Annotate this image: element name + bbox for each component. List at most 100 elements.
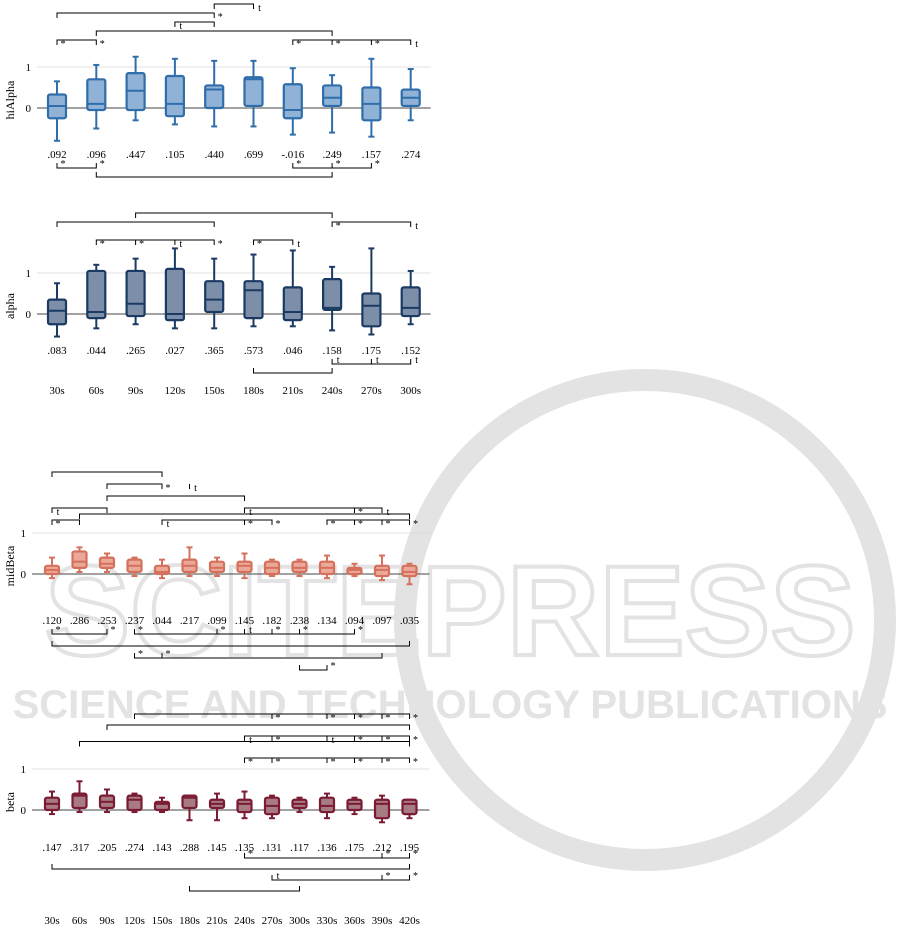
significance-mark: t (249, 625, 252, 636)
significance-bracket-lower: ** (56, 159, 105, 170)
box-180s (181, 546, 198, 578)
significance-bracket-upper: t*t*** (244, 735, 418, 746)
box-180s (243, 59, 264, 128)
significance-bracket-lower (51, 641, 410, 647)
box-390s (373, 554, 391, 582)
value-label: .117 (290, 842, 309, 854)
box-90s (125, 55, 146, 122)
significance-mark: * (61, 159, 66, 170)
significance-mark: * (331, 519, 336, 530)
x-tick-label: 120s (124, 915, 145, 927)
significance-bracket-upper (56, 221, 215, 227)
significance-mark: * (413, 849, 418, 860)
value-label: .120 (42, 615, 62, 627)
bracket-line (174, 21, 215, 27)
bracket-line (56, 39, 97, 45)
value-label: .274 (401, 149, 421, 161)
box-270s (263, 558, 281, 578)
bracket-line (51, 641, 410, 647)
value-label: .134 (317, 615, 337, 627)
x-tick-label: 240s (234, 915, 255, 927)
box-30s (43, 790, 61, 816)
box-210s (208, 792, 226, 822)
box-iqr (243, 280, 264, 320)
bracket-line (95, 30, 333, 36)
significance-bracket-lower (95, 172, 333, 178)
value-label: .044 (87, 345, 107, 357)
significance-bracket-upper: ****** (244, 757, 418, 768)
box-iqr (98, 556, 116, 569)
significance-mark: * (100, 159, 105, 170)
box-240s (236, 552, 253, 580)
value-label: .096 (87, 149, 107, 161)
box-iqr (322, 278, 343, 311)
significance-mark: * (375, 39, 380, 50)
bracket-line (106, 495, 245, 501)
significance-mark: * (276, 713, 281, 724)
significance-mark: t (249, 735, 252, 746)
significance-mark: * (257, 239, 262, 250)
significance-mark: * (111, 625, 116, 636)
value-label: .440 (205, 149, 225, 161)
box-270s (263, 794, 281, 820)
bracket-line (51, 471, 163, 477)
value-label: .083 (47, 345, 67, 357)
box-120s (164, 247, 185, 330)
significance-mark: * (413, 871, 418, 882)
x-tick-label: 240s (322, 385, 343, 397)
y-tick-label: 0 (21, 805, 27, 817)
bracket-line (253, 368, 333, 374)
value-label: .182 (262, 615, 281, 627)
significance-mark: * (413, 713, 418, 724)
significance-bracket-lower (51, 864, 410, 870)
box-120s (126, 792, 143, 814)
value-label: .046 (283, 345, 303, 357)
significance-mark: * (218, 12, 223, 23)
x-tick-label: 150s (204, 385, 225, 397)
significance-mark: * (166, 483, 171, 494)
bracket-line (79, 741, 410, 747)
box-210s (282, 249, 303, 328)
y-tick-label: 0 (21, 569, 27, 581)
bracket-line (161, 519, 273, 525)
y-tick-label: 1 (21, 764, 27, 776)
significance-mark: t (337, 355, 340, 366)
value-label: .157 (362, 149, 382, 161)
significance-mark: * (276, 625, 281, 636)
box-420s (401, 798, 418, 820)
box-iqr (282, 286, 303, 322)
significance-bracket-upper: ** (56, 39, 105, 50)
box-iqr (346, 798, 363, 812)
bracket-line (189, 886, 300, 892)
bracket-line (161, 653, 383, 659)
significance-bracket-lower: t** (271, 871, 418, 882)
significance-mark: t (415, 355, 418, 366)
x-tick-label: 60s (89, 385, 104, 397)
box-300s (291, 558, 308, 578)
significance-mark: t (415, 221, 418, 232)
significance-mark: t (180, 21, 183, 32)
box-iqr (86, 269, 107, 320)
x-tick-label: 330s (317, 915, 338, 927)
value-label: .094 (345, 615, 365, 627)
significance-mark: t (332, 735, 335, 746)
significance-mark: * (56, 625, 61, 636)
x-tick-label: 210s (282, 385, 303, 397)
value-label: .145 (235, 615, 255, 627)
bracket-line (253, 239, 294, 245)
significance-mark: * (276, 757, 281, 768)
value-label: .249 (322, 149, 342, 161)
significance-mark: t (249, 507, 252, 518)
box-180s (243, 253, 264, 328)
box-180s (181, 794, 198, 822)
significance-bracket-lower: **t*** (134, 625, 363, 636)
value-label: .274 (125, 842, 145, 854)
box-300s (291, 796, 308, 814)
significance-mark: * (248, 519, 253, 530)
significance-mark: * (358, 735, 363, 746)
value-label: .447 (126, 149, 146, 161)
significance-mark: * (248, 757, 253, 768)
box-iqr (125, 269, 146, 318)
